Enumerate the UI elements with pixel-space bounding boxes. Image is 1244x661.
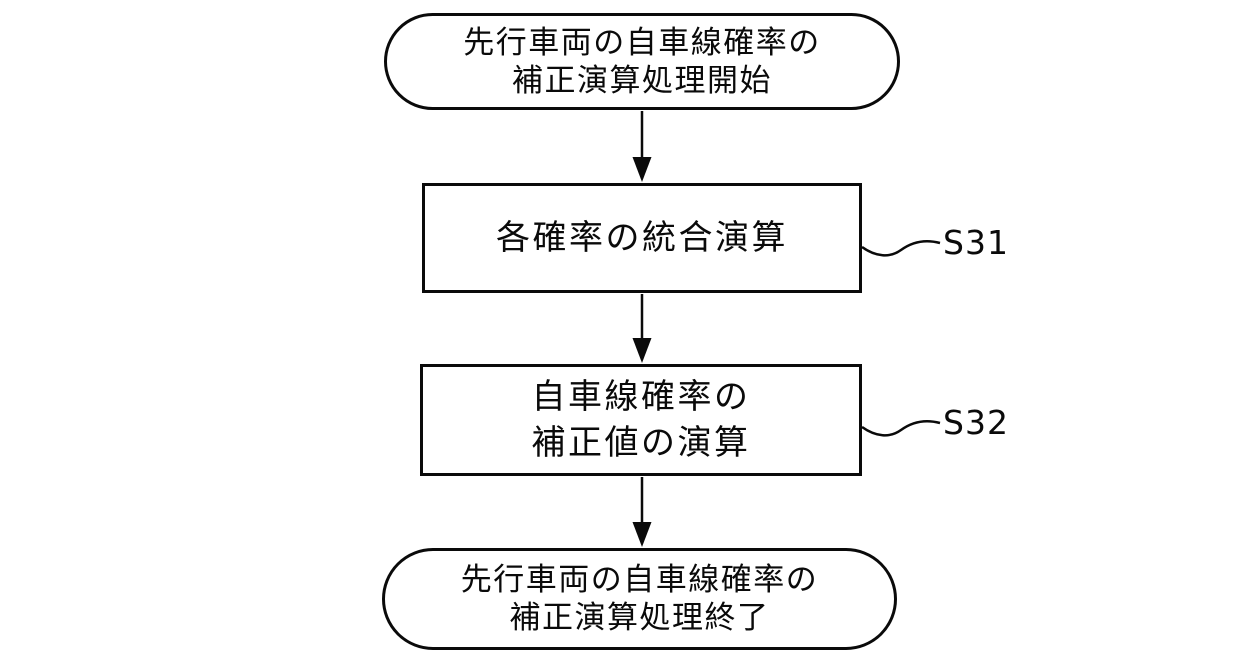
leader-squiggle-s32: [861, 420, 941, 437]
process-s31-label: 各確率の統合演算: [496, 218, 788, 258]
process-s32-label-line-2: 補正値の演算: [531, 423, 751, 463]
end-terminator: 先行車両の自車線確率の 補正演算処理終了: [382, 548, 897, 650]
start-terminator-line-1: 先行車両の自車線確率の: [463, 24, 821, 61]
leader-squiggle-s31: [861, 240, 941, 257]
arrow-down-3: [632, 477, 652, 547]
arrow-down-1: [632, 111, 652, 182]
start-terminator-line-2: 補正演算処理開始: [512, 62, 772, 99]
end-terminator-line-2: 補正演算処理終了: [509, 600, 770, 636]
start-terminator: 先行車両の自車線確率の 補正演算処理開始: [384, 13, 900, 110]
process-s32-label-line-1: 自車線確率の: [531, 377, 751, 417]
step-id-s31: S31: [943, 223, 1009, 262]
arrow-down-2: [632, 294, 652, 363]
process-box-s32: 自車線確率の 補正値の演算: [420, 364, 862, 476]
end-terminator-line-1: 先行車両の自車線確率の: [460, 562, 819, 598]
step-id-s32: S32: [943, 403, 1009, 442]
process-box-s31: 各確率の統合演算: [422, 183, 862, 293]
